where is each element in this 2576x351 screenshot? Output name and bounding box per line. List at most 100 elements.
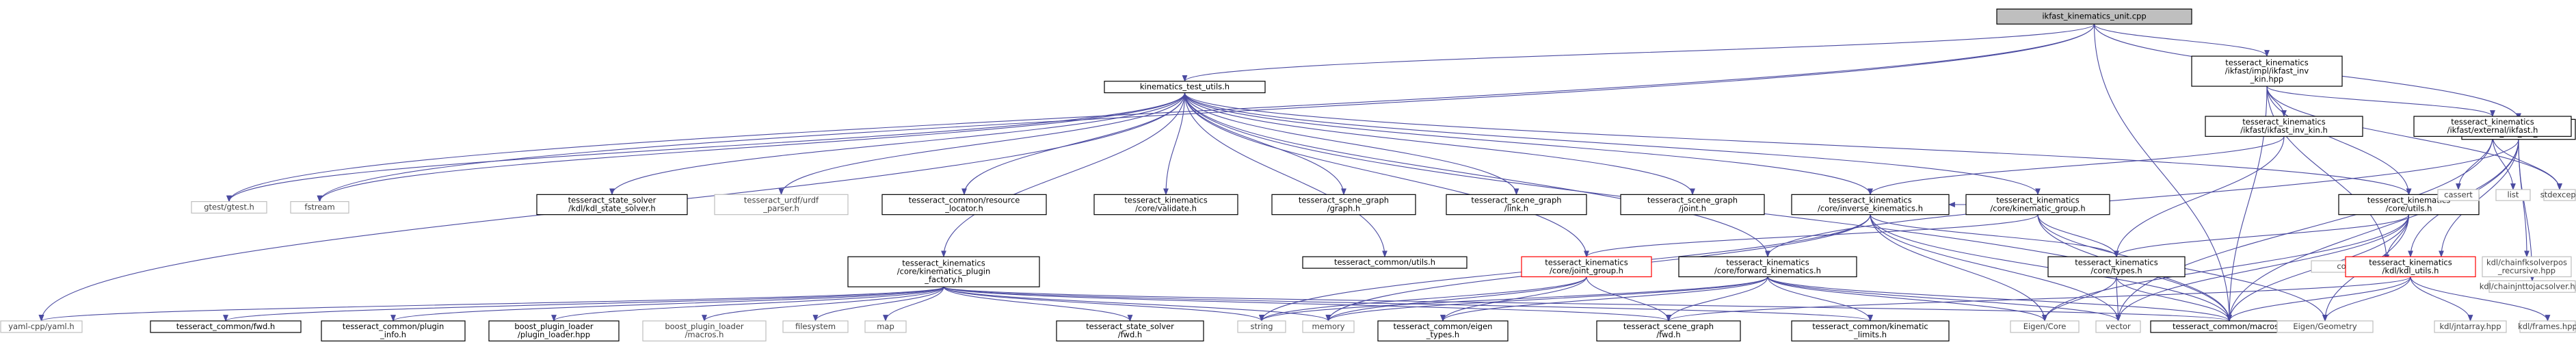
- edge-ktu-to-forward-kin: [1184, 92, 1770, 258]
- graph-node-core-types[interactable]: tesseract_kinematics/core/types.h: [2047, 256, 2186, 278]
- graph-node-list[interactable]: list: [2495, 189, 2531, 201]
- graph-node-yaml[interactable]: yaml-cpp/yaml.h: [0, 320, 83, 333]
- graph-node-fstream[interactable]: fstream: [290, 201, 349, 214]
- graph-node-sg-fwd[interactable]: tesseract_scene_graph/fwd.h: [1596, 320, 1741, 341]
- node-box: [2488, 280, 2576, 293]
- graph-node-common-utils[interactable]: tesseract_common/utils.h: [1302, 256, 1468, 269]
- graph-edge: [1184, 92, 1387, 258]
- graph-edge: [1586, 276, 1671, 322]
- graph-node-common-fwd[interactable]: tesseract_common/fwd.h: [150, 320, 302, 333]
- node-box: [321, 320, 466, 341]
- graph-node-ikfast-inv-kin-h[interactable]: tesseract_kinematics/ikfast/ikfast_inv_k…: [2205, 116, 2363, 137]
- graph-edge: [943, 286, 1873, 322]
- node-label-line: /core/kinematics_plugin: [897, 267, 990, 276]
- node-box: [0, 320, 83, 333]
- node-label-line: tesseract_common/eigen: [1394, 322, 1493, 331]
- graph-edge: [2115, 136, 2493, 322]
- edge-plugin-factory-to-yaml: [39, 286, 944, 322]
- graph-node-resource-locator[interactable]: tesseract_common/resource_locator.h: [881, 194, 1047, 216]
- graph-node-jntarray[interactable]: kdl/jntarray.hpp: [2434, 320, 2507, 333]
- graph-node-plugin-factory[interactable]: tesseract_kinematics/core/kinematics_plu…: [847, 256, 1040, 287]
- graph-node-eigen-types[interactable]: tesseract_common/eigen_types.h: [1377, 320, 1509, 341]
- graph-node-map[interactable]: map: [864, 320, 907, 333]
- graph-node-string[interactable]: string: [1237, 320, 1286, 333]
- edge-root-to-common-macros: [2093, 24, 2232, 322]
- edge-core-types-to-common-macros: [2116, 276, 2232, 322]
- node-box: [1620, 194, 1765, 216]
- edge-plugin-factory-to-state-solver-fwd: [943, 286, 1133, 322]
- graph-node-cassert[interactable]: cassert: [2437, 189, 2480, 201]
- graph-edge: [226, 92, 1186, 203]
- node-box: [1996, 8, 2192, 25]
- graph-node-validate[interactable]: tesseract_kinematics/core/validate.h: [1093, 194, 1238, 216]
- graph-node-joint[interactable]: tesseract_scene_graph/joint.h: [1620, 194, 1765, 216]
- graph-node-graph[interactable]: tesseract_scene_graph/graph.h: [1271, 194, 1416, 216]
- graph-node-forward-kin[interactable]: tesseract_kinematics/core/forward_kinema…: [1678, 256, 1857, 278]
- edge-forward-kin-to-string: [1259, 276, 1768, 322]
- graph-node-kin-limits[interactable]: tesseract_common/kinematic_limits.h: [1791, 320, 1950, 341]
- graph-node-eigen-geometry[interactable]: Eigen/Geometry: [2276, 320, 2374, 333]
- node-label-line: /core/inverse_kinematics.h: [1818, 204, 1923, 213]
- graph-edge: [1184, 92, 1695, 196]
- edge-ktu-to-link: [1184, 92, 1519, 196]
- graph-edge: [1184, 92, 1873, 196]
- node-box: [2205, 116, 2363, 137]
- graph-node-inverse-kin[interactable]: tesseract_kinematics/core/inverse_kinema…: [1791, 194, 1950, 216]
- graph-node-chainjnt[interactable]: kdl/chainjnttojacsolver.hpp: [2480, 280, 2576, 293]
- graph-node-gtest[interactable]: gtest/gtest.h: [191, 201, 267, 214]
- node-label-line: /plugin_loader.hpp: [518, 330, 590, 339]
- node-box: [2543, 189, 2576, 201]
- graph-node-kin-group[interactable]: tesseract_kinematics/core/kinematic_grou…: [1965, 194, 2110, 216]
- graph-edge: [778, 92, 1186, 196]
- node-box: [1302, 256, 1468, 269]
- node-label-line: vector: [2106, 322, 2131, 331]
- graph-edge: [1868, 136, 2285, 196]
- node-label-line: boost_plugin_loader: [665, 322, 744, 331]
- graph-node-kdl-utils[interactable]: tesseract_kinematics/kdl/kdl_utils.h: [2345, 256, 2476, 278]
- graph-node-stdexcept[interactable]: stdexcept: [2540, 189, 2576, 201]
- graph-node-ikfast-inv-kin-hpp[interactable]: tesseract_kinematics/ikfast/impl/ikfast_…: [2191, 55, 2343, 87]
- node-box: [1056, 320, 1204, 341]
- graph-node-joint-group[interactable]: tesseract_kinematics/core/joint_group.h: [1521, 256, 1652, 278]
- graph-edge: [2093, 24, 2232, 322]
- graph-node-filesystem[interactable]: filesystem: [782, 320, 849, 333]
- graph-node-ikfast-external[interactable]: tesseract_kinematics/ikfast/external/ikf…: [2413, 116, 2572, 137]
- edge-ktu-to-resource-locator: [961, 92, 1186, 196]
- graph-node-common-macros[interactable]: tesseract_common/macros.h: [2150, 320, 2309, 333]
- graph-edge: [1767, 276, 2121, 322]
- graph-node-chainfk[interactable]: kdl/chainfksolverpos_recursive.hpp: [2482, 256, 2572, 278]
- graph-node-plugin-loader[interactable]: boost_plugin_loader/plugin_loader.hpp: [488, 320, 620, 341]
- graph-node-bpl-macros[interactable]: boost_plugin_loader/macros.h: [642, 320, 767, 341]
- node-label-line: list: [2508, 190, 2519, 200]
- graph-node-vector[interactable]: vector: [2095, 320, 2141, 333]
- graph-node-frames[interactable]: kdl/frames.hpp: [2518, 320, 2576, 333]
- graph-edge: [551, 286, 944, 322]
- edge-kdl-utils-to-common-macros: [2227, 276, 2411, 322]
- edge-ktu-to-gtest: [226, 92, 1186, 203]
- graph-node-urdf-parser[interactable]: tesseract_urdf/urdf_parser.h: [714, 194, 849, 216]
- graph-edge: [2410, 276, 2473, 322]
- graph-node-plugin-info[interactable]: tesseract_common/plugin_info.h: [321, 320, 466, 341]
- graph-edge: [1163, 92, 1186, 196]
- node-box: [1093, 194, 1238, 216]
- graph-node-root[interactable]: ikfast_kinematics_unit.cpp: [1996, 8, 2192, 25]
- edge-plugin-factory-to-plugin-loader: [551, 286, 944, 322]
- graph-node-eigen-core[interactable]: Eigen/Core: [2010, 320, 2080, 333]
- node-label-line: string: [1250, 322, 1273, 331]
- graph-edge: [1259, 276, 1768, 322]
- node-label-line: boost_plugin_loader: [514, 322, 594, 331]
- graph-node-memory[interactable]: memory: [1302, 320, 1355, 333]
- graph-edge: [943, 286, 1671, 322]
- graph-node-link[interactable]: tesseract_scene_graph/link.h: [1446, 194, 1587, 216]
- graph-node-kdl-state-solver[interactable]: tesseract_state_solver/kdl/kdl_state_sol…: [536, 194, 688, 216]
- node-label-line: _kin.hpp: [2250, 75, 2283, 84]
- graph-edge: [1184, 92, 1346, 196]
- node-label-line: cassert: [2444, 190, 2473, 200]
- graph-node-state-solver-fwd[interactable]: tesseract_state_solver/fwd.h: [1056, 320, 1204, 341]
- edge-ikfast-inv-kin-h-to-inverse-kin: [1868, 136, 2285, 196]
- graph-node-ktu[interactable]: kinematics_test_utils.h: [1104, 81, 1266, 94]
- node-box: [2345, 256, 2476, 278]
- edge-ktu-to-urdf-parser: [778, 92, 1186, 196]
- node-label-line: /ikfast/ikfast_inv_kin.h: [2240, 125, 2328, 135]
